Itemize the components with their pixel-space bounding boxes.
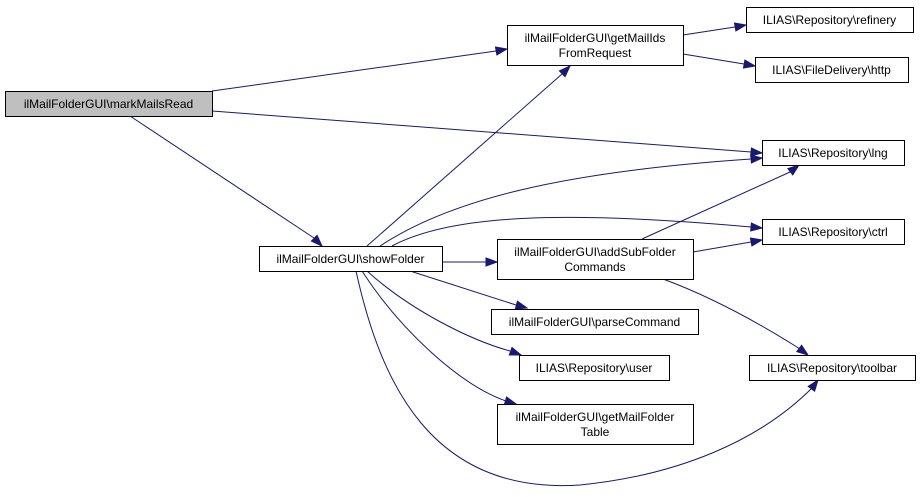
node-box[interactable] — [755, 57, 909, 83]
edge-showFolder-to-parseCommand — [409, 270, 529, 310]
arrowhead-icon — [795, 344, 810, 356]
edge-markMailsRead-to-lng — [211, 110, 764, 157]
node-user[interactable]: ILIAS\Repository\user — [519, 355, 670, 381]
edge-line — [641, 171, 791, 240]
node-label: ilMailFolderGUI\getMailIds — [525, 31, 666, 45]
node-label: ilMailFolderGUI\getMailFolder — [516, 410, 675, 424]
node-label: Commands — [564, 260, 625, 274]
node-parseCommand[interactable]: ilMailFolderGUI\parseCommand — [491, 309, 699, 335]
edge-showFolder-to-addSubFolderCommands — [442, 257, 499, 267]
arrowhead-icon — [749, 237, 764, 247]
edge-line — [409, 270, 517, 306]
node-label: ilMailFolderGUI\parseCommand — [509, 315, 680, 329]
edge-showFolder-to-getMailFolderTable — [361, 270, 518, 406]
edge-line — [391, 216, 752, 247]
arrowhead-icon — [750, 154, 764, 164]
node-box[interactable] — [762, 140, 905, 166]
edge-line — [129, 115, 315, 239]
arrowhead-icon — [494, 46, 509, 56]
arrowhead-icon — [733, 22, 748, 32]
edge-addSubFolderCommands-to-ctrl — [692, 237, 764, 253]
edge-markMailsRead-to-getMailIdsFromRequest — [211, 46, 509, 92]
node-http[interactable]: ILIAS\FileDelivery\http — [755, 57, 909, 83]
edge-line — [366, 270, 511, 352]
edges-layer — [129, 22, 819, 487]
node-refinery[interactable]: ILIAS\Repository\refinery — [746, 7, 914, 33]
node-box[interactable] — [491, 309, 699, 335]
edge-line — [682, 26, 736, 36]
node-label: ilMailFolderGUI\addSubFolder — [514, 245, 675, 259]
arrowhead-icon — [508, 346, 523, 356]
arrowhead-icon — [514, 300, 529, 310]
edge-showFolder-to-user — [366, 270, 523, 356]
node-label: ilMailFolderGUI\markMailsRead — [24, 97, 193, 111]
node-label: ILIAS\Repository\toolbar — [767, 361, 897, 375]
nodes-layer: ilMailFolderGUI\markMailsRead ilMailFolde… — [5, 7, 916, 445]
arrowhead-icon — [750, 147, 764, 157]
arrowhead-icon — [485, 257, 499, 267]
node-box[interactable] — [507, 25, 684, 66]
node-label: FromRequest — [559, 46, 632, 60]
edge-markMailsRead-to-showFolder — [129, 115, 324, 248]
edge-line — [682, 53, 745, 65]
node-box[interactable] — [519, 355, 670, 381]
node-ctrl[interactable]: ILIAS\Repository\ctrl — [762, 219, 905, 245]
edge-showFolder-to-getMailIdsFromRequest — [366, 64, 572, 247]
node-label: ILIAS\FileDelivery\http — [772, 63, 891, 77]
node-box[interactable] — [259, 246, 443, 272]
arrowhead-icon — [558, 64, 572, 78]
node-box[interactable] — [497, 239, 694, 280]
edge-line — [361, 270, 507, 402]
edge-addSubFolderCommands-to-toolbar — [662, 278, 810, 356]
edge-getMailIdsFromRequest-to-http — [682, 53, 757, 69]
node-label: ILIAS\Repository\user — [536, 361, 653, 375]
edge-getMailIdsFromRequest-to-refinery — [682, 22, 748, 36]
arrowhead-icon — [310, 234, 324, 248]
edge-line — [211, 50, 497, 92]
node-label: ILIAS\Repository\refinery — [763, 13, 896, 27]
edge-addSubFolderCommands-to-lng — [641, 164, 801, 240]
edge-line — [211, 110, 752, 153]
arrowhead-icon — [750, 222, 764, 232]
node-lng[interactable]: ILIAS\Repository\lng — [762, 140, 905, 166]
edge-line — [366, 73, 563, 247]
node-label: Table — [581, 425, 610, 439]
edge-line — [662, 278, 801, 350]
arrowhead-icon — [807, 378, 819, 393]
node-box[interactable] — [5, 91, 213, 117]
node-toolbar[interactable]: ILIAS\Repository\toolbar — [749, 355, 916, 381]
node-markMailsRead[interactable]: ilMailFolderGUI\markMailsRead — [5, 91, 213, 117]
node-label: ilMailFolderGUI\showFolder — [276, 252, 424, 266]
arrowhead-icon — [742, 59, 757, 69]
node-box[interactable] — [746, 7, 914, 33]
node-label: ILIAS\Repository\lng — [778, 146, 887, 160]
edge-showFolder-to-ctrl — [391, 216, 764, 247]
arrowhead-icon — [503, 396, 518, 406]
node-showFolder[interactable]: ilMailFolderGUI\showFolder — [259, 246, 443, 272]
node-label: ILIAS\Repository\ctrl — [778, 225, 887, 239]
edge-line — [379, 158, 752, 247]
edge-line — [355, 270, 813, 487]
node-box[interactable] — [762, 219, 905, 245]
node-box[interactable] — [749, 355, 916, 381]
edge-line — [692, 241, 752, 253]
edge-showFolder-to-toolbar — [355, 270, 819, 487]
edge-showFolder-to-lng — [379, 154, 764, 247]
arrowhead-icon — [787, 164, 801, 176]
node-box[interactable] — [497, 404, 694, 445]
